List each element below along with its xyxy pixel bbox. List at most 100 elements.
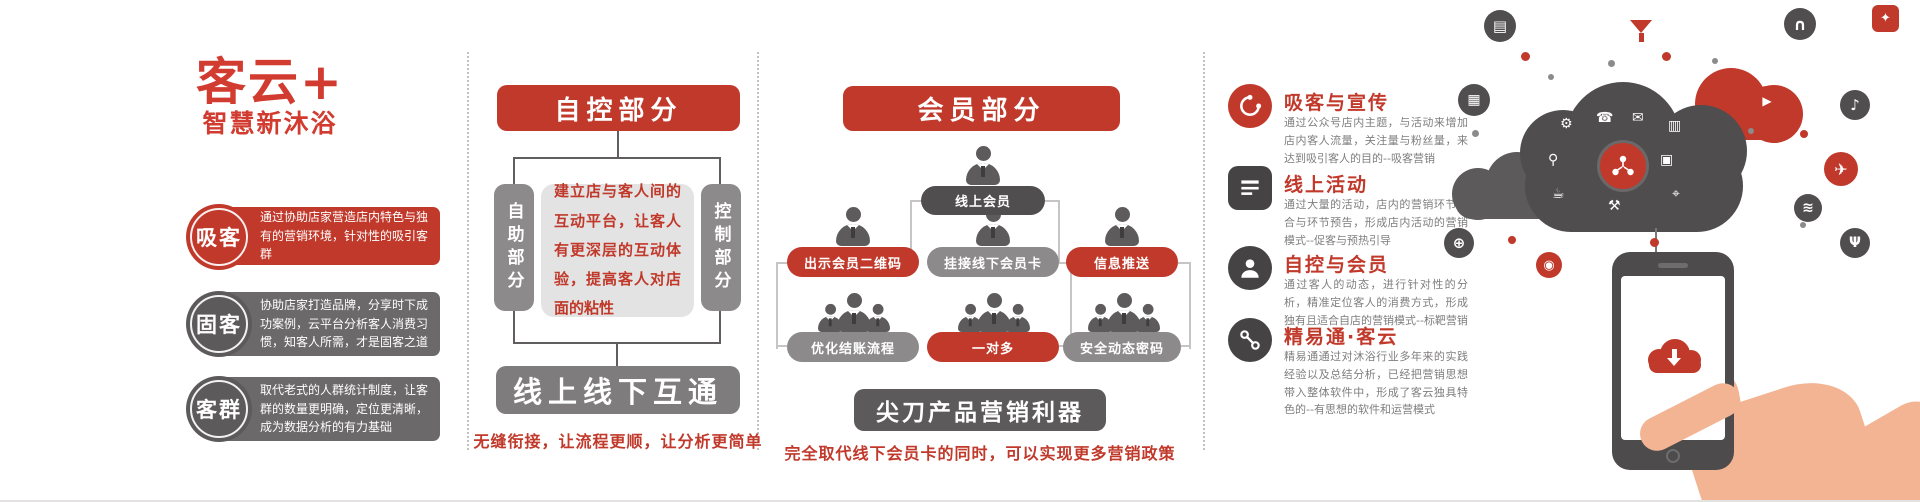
node-link-offline-card: 挂接线下会员卡 xyxy=(927,247,1059,277)
deco-dot xyxy=(1650,238,1659,247)
cutlery-icon: Ψ xyxy=(1840,228,1870,258)
book-icon: ▤ xyxy=(1484,10,1516,42)
connector-line xyxy=(719,311,721,344)
self-control-footnote: 无缝衔接，让流程更顺，让分析更简单 xyxy=(473,432,763,451)
retain-customers-desc: 协助店家打造品牌，分享时下成功案例，云平台分析客人消费习惯，知客人所需，才是固客… xyxy=(260,298,429,350)
user-icon xyxy=(1228,246,1272,290)
member-group-icon xyxy=(958,288,1030,332)
deco-dot xyxy=(1521,52,1530,61)
self-control-title: 自控部分 xyxy=(497,85,740,131)
member-title: 会员部分 xyxy=(843,86,1120,131)
section-divider-1 xyxy=(467,52,469,450)
online-offline-banner: 线上线下互通 xyxy=(496,366,740,414)
connector-elbow xyxy=(910,200,923,263)
connector-line xyxy=(617,131,619,158)
music-icon: ♪ xyxy=(1840,90,1870,120)
sync-icon xyxy=(1228,84,1272,128)
member-person-icon xyxy=(1105,207,1139,246)
feature-title-attract: 吸客与宣传 xyxy=(1284,92,1390,114)
wifi-icon: ≋ xyxy=(1794,194,1822,222)
member-footnote: 完全取代线下会员卡的同时，可以实现更多营销政策 xyxy=(784,444,1176,463)
attract-customers-ribbon: 通过协助店家营造店内特色与独有的营销环境，针对性的吸引客群 xyxy=(218,207,440,265)
attract-customers-label: 吸客 xyxy=(196,226,242,250)
node-message-push: 信息推送 xyxy=(1066,247,1178,277)
brand-tagline: 智慧新沐浴 xyxy=(202,109,338,138)
phone-speaker xyxy=(1658,263,1688,268)
connector-line xyxy=(616,342,618,367)
self-service-pill: 自助部分 xyxy=(494,184,534,311)
retain-customers-ribbon: 协助店家打造品牌，分享时下成功案例，云平台分析客人消费习惯，知客人所需，才是固客… xyxy=(218,292,440,356)
self-control-description: 建立店与客人间的互动平台，让客人有更深层的互动体验，提高客人对店面的粘性 xyxy=(541,182,694,317)
feature-title-online-activity: 线上活动 xyxy=(1284,174,1369,196)
attract-customers-circle: 吸客 xyxy=(186,204,252,270)
customer-groups-ribbon: 取代老式的人群统计制度，让客群的数量更明确，定位更清晰，成为数据分析的有力基础 xyxy=(218,377,440,441)
feature-text-selfcontrol-member: 通过客人的动态，进行针对性的分析，精准定位客人的消费方式，形成独有且适合自店的营… xyxy=(1284,278,1468,327)
deco-dot xyxy=(1712,58,1718,64)
deco-dot xyxy=(1508,236,1516,244)
node-dynamic-password: 安全动态密码 xyxy=(1063,332,1181,362)
attract-customers-desc: 通过协助店家营造店内特色与独有的营销环境，针对性的吸引客群 xyxy=(260,210,429,262)
control-pill: 控制部分 xyxy=(701,184,741,311)
connector-elbow xyxy=(1178,262,1191,349)
phone-home-button xyxy=(1666,449,1680,463)
camera-icon: ◉ xyxy=(1536,252,1562,278)
customer-groups-circle: 客群 xyxy=(186,376,252,442)
card-icon: ▥ xyxy=(1668,118,1682,134)
deco-dot xyxy=(1748,128,1754,134)
activity-list-icon xyxy=(1228,166,1272,210)
connector-elbow xyxy=(776,345,787,347)
connector-elbow xyxy=(1181,345,1189,347)
node-show-qrcode: 出示会员二维码 xyxy=(787,247,919,277)
connector-line xyxy=(513,157,721,159)
feature-text-online-activity: 通过大量的活动，店内的营销环节整合与环节预告，形成店内活动的营销模式--促客与预… xyxy=(1284,198,1468,247)
member-group-icon xyxy=(1088,288,1160,332)
retain-customers-label: 固客 xyxy=(196,313,242,337)
customer-groups-label: 客群 xyxy=(196,398,242,422)
wrench-icon: ⚒ xyxy=(1608,198,1621,214)
cloud-download-icon xyxy=(1645,336,1703,378)
connector-elbow xyxy=(776,262,789,349)
node-optimize-checkout: 优化结账流程 xyxy=(787,332,919,362)
deco-dot xyxy=(1548,74,1554,80)
member-banner: 尖刀产品营销利器 xyxy=(854,389,1106,431)
connector-elbow xyxy=(1045,200,1060,263)
globe-icon: ⊕ xyxy=(1444,228,1474,258)
node-online-member: 线上会员 xyxy=(921,186,1045,215)
briefcase-icon: ▣ xyxy=(1660,152,1674,168)
connector-line xyxy=(719,157,721,185)
gear-icon: ⚙ xyxy=(1560,116,1573,132)
brand-logo: 客云+ xyxy=(196,53,344,111)
plane-icon: ✈ xyxy=(1824,152,1858,186)
feature-title-jingyitong: 精易通·客云 xyxy=(1284,326,1399,348)
connector-elbow xyxy=(1059,262,1072,349)
member-person-icon xyxy=(836,207,870,246)
link-icon xyxy=(1228,318,1272,362)
deco-dot xyxy=(1472,130,1479,137)
connector-line xyxy=(513,157,515,185)
member-person-icon xyxy=(966,146,1000,185)
basket-icon: ▦ xyxy=(1458,84,1490,116)
phone-icon: ☎ xyxy=(1596,110,1614,126)
feature-text-jingyitong: 精易通通过对沐浴行业多年来的实践经验以及总结分析，已经把营销思想带入整体软件中，… xyxy=(1284,350,1468,417)
location-pin-icon: ⌖ xyxy=(1672,186,1680,202)
section-divider-3 xyxy=(1203,52,1205,450)
member-group-icon xyxy=(818,288,890,332)
feature-title-selfcontrol-member: 自控与会员 xyxy=(1284,254,1390,276)
retain-customers-circle: 固客 xyxy=(186,291,252,357)
deco-dot xyxy=(1662,52,1671,61)
corner-badge-icon: ✦ xyxy=(1872,5,1899,32)
deco-dot xyxy=(1608,60,1615,67)
node-one-to-many: 一对多 xyxy=(927,332,1059,362)
deco-dot xyxy=(1800,222,1806,228)
deco-dot xyxy=(1800,130,1808,138)
search-icon: ⚲ xyxy=(1548,152,1559,168)
feature-text-attract: 通过公众号店内主题，与活动来增加店内客人流量，关注量与粉丝量，来达到吸引客人的目… xyxy=(1284,116,1468,165)
customer-groups-desc: 取代老式的人群统计制度，让客群的数量更明确，定位更清晰，成为数据分析的有力基础 xyxy=(260,383,429,435)
funnel-icon xyxy=(1630,20,1652,42)
mail-icon: ✉ xyxy=(1632,110,1644,126)
section-divider-2 xyxy=(757,52,759,450)
headphones-icon: ∩ xyxy=(1784,8,1816,40)
connector-line xyxy=(513,311,515,344)
network-people-icon xyxy=(1597,140,1649,192)
